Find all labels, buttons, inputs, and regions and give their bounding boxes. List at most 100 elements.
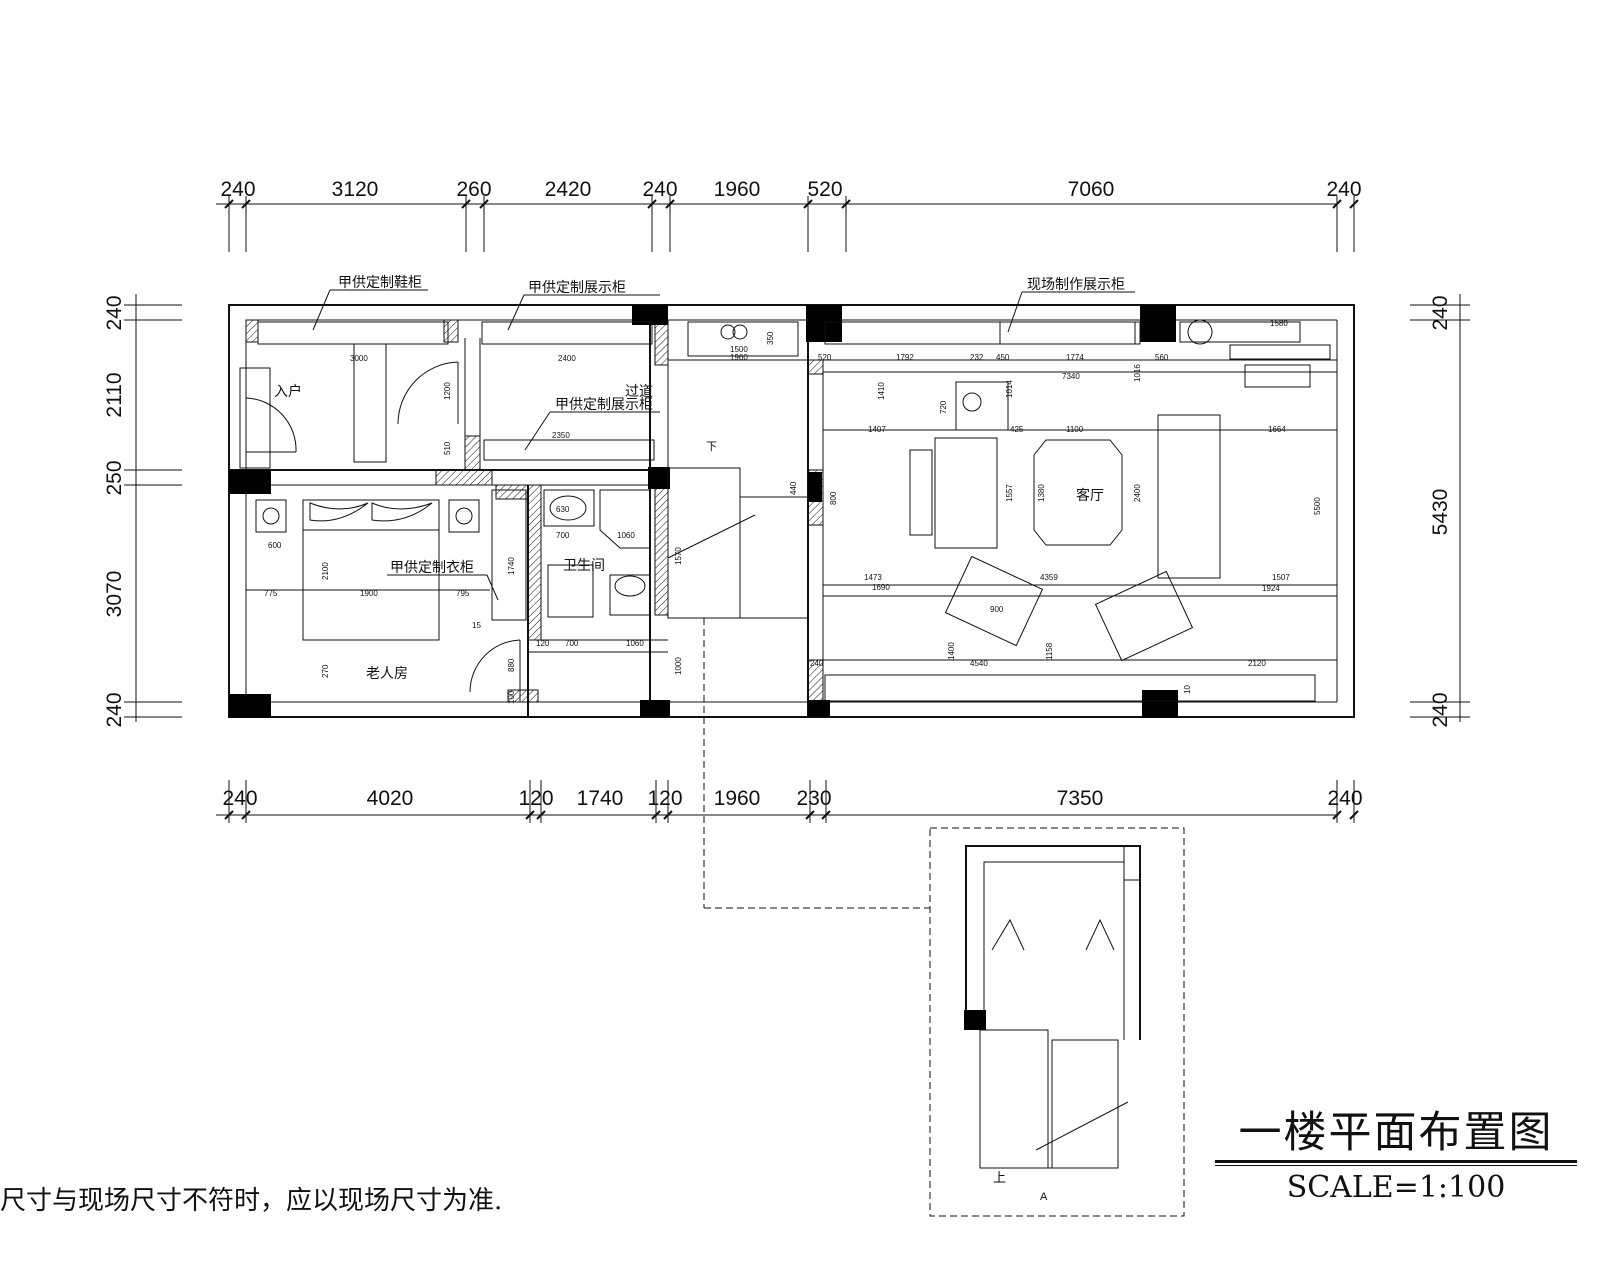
sd-1924: 1924 (1262, 584, 1280, 593)
stairs-section-label: A (1040, 1191, 1048, 1203)
sd-1060: 1060 (626, 639, 644, 648)
sd-4359: 4359 (1040, 573, 1058, 582)
sd-232: 232 (970, 353, 984, 362)
side-dimension-labels: 240 2110 250 3070 240 240 5430 240 (103, 295, 1452, 727)
sd-1400: 1400 (947, 642, 956, 660)
sd-240: 240 (810, 659, 824, 668)
sd-1664: 1664 (1268, 425, 1286, 434)
sd-1200: 1200 (443, 382, 452, 400)
top-dim-8: 240 (1326, 178, 1361, 201)
right-dim-2: 240 (1429, 692, 1452, 727)
sd-3000: 3000 (350, 354, 368, 363)
drawing-scale: SCALE=1:100 (1286, 1170, 1506, 1205)
entry-area: 入户 (239, 343, 459, 469)
callout-display-top: 甲供定制展示柜 (528, 280, 626, 296)
stairs-down-label: 下 (706, 441, 717, 453)
sd-720: 720 (939, 400, 948, 414)
cabinet-callouts: 甲供定制鞋柜 甲供定制展示柜 甲供定制展示柜 甲供定制衣柜 现场制作展示柜 (312, 275, 1135, 601)
right-dim-0: 240 (1429, 295, 1452, 330)
sd-4540: 4540 (970, 659, 988, 668)
room-living: 客厅 (1076, 487, 1104, 504)
sd-1158: 1158 (1045, 642, 1054, 660)
sd-1557: 1557 (1005, 484, 1014, 502)
sd-2350: 2350 (552, 431, 570, 440)
built-in-cabinets (257, 321, 1316, 702)
hatched-walls (245, 319, 824, 703)
bottom-dim-4: 120 (647, 787, 682, 810)
sd-1792: 1792 (896, 353, 914, 362)
bottom-dim-8: 240 (1327, 787, 1362, 810)
sd-2100: 2100 (321, 562, 330, 580)
sd-2400: 2400 (558, 354, 576, 363)
sd-1410: 1410 (877, 382, 886, 400)
sd-1690: 1690 (872, 583, 890, 592)
sd-795: 795 (456, 589, 470, 598)
small-dimension-labels: 3000 2400 1200 510 2350 1500 1960 350 52… (264, 319, 1322, 704)
sd-1900: 1900 (360, 589, 378, 598)
staircase-detail: 上 A (929, 827, 1185, 1217)
elder-room-furniture: 老人房 (246, 499, 521, 702)
drawing-title: 一楼平面布置图 (1238, 1108, 1554, 1158)
sd-7340: 7340 (1062, 372, 1080, 381)
callout-display-aisle: 甲供定制展示柜 (555, 397, 653, 413)
sd-800: 800 (829, 491, 838, 505)
bottom-dim-0: 240 (222, 787, 257, 810)
bathroom-fixtures: 卫生间 (543, 489, 651, 618)
sd-15: 15 (472, 621, 481, 630)
bottom-dim-5: 1960 (714, 787, 761, 810)
callout-site-display: 现场制作展示柜 (1027, 277, 1125, 293)
left-dim-3: 3070 (103, 571, 126, 618)
sd-1100: 1100 (1066, 425, 1084, 434)
callout-wardrobe: 甲供定制衣柜 (390, 560, 474, 576)
sd-520: 520 (818, 353, 832, 362)
sd-775: 775 (264, 589, 278, 598)
sd-440: 440 (789, 481, 798, 495)
left-dim-1: 2110 (103, 372, 126, 417)
sd-700b: 700 (556, 531, 570, 540)
sd-450: 450 (996, 353, 1010, 362)
sd-425: 425 (1010, 425, 1024, 434)
title-block: 一楼平面布置图 SCALE=1:100 (1215, 1108, 1577, 1205)
sd-700: 700 (565, 639, 579, 648)
sd-270: 270 (321, 664, 330, 678)
sd-630: 630 (556, 505, 570, 514)
main-staircase: 下 (667, 441, 930, 909)
bottom-dim-3: 1740 (577, 787, 624, 810)
sd-880: 880 (507, 658, 516, 672)
top-dim-3: 2420 (545, 178, 592, 201)
sd-5500: 5500 (1313, 497, 1322, 515)
sd-1014: 1014 (1005, 380, 1014, 398)
top-dim-1: 3120 (332, 178, 379, 201)
bottom-dim-2: 120 (518, 787, 553, 810)
sd-1000: 1000 (674, 657, 683, 675)
bottom-dim-1: 4020 (367, 787, 414, 810)
sd-900: 900 (990, 605, 1004, 614)
walls (228, 304, 1355, 718)
callout-shoe-cabinet: 甲供定制鞋柜 (338, 275, 422, 291)
sd-1740: 1740 (507, 557, 516, 575)
room-bathroom: 卫生间 (563, 558, 605, 574)
sd-1380: 1380 (1037, 484, 1046, 502)
room-entry: 入户 (274, 383, 302, 400)
sd-1774: 1774 (1066, 353, 1084, 362)
sd-600: 600 (268, 541, 282, 550)
sd-1016: 1016 (1133, 364, 1142, 382)
sd-510: 510 (443, 441, 452, 455)
title-underline (1215, 1160, 1577, 1166)
sd-1473: 1473 (864, 573, 882, 582)
top-dim-5: 1960 (714, 178, 761, 201)
bottom-dimension-labels: 240 4020 120 1740 120 1960 230 7350 240 (222, 787, 1362, 810)
left-dim-0: 240 (103, 295, 126, 330)
top-dim-4: 240 (642, 178, 677, 201)
sd-1570: 1570 (674, 547, 683, 565)
sd-1580: 1580 (1270, 319, 1288, 328)
sd-1960: 1960 (730, 353, 748, 362)
top-dim-2: 260 (456, 178, 491, 201)
room-aisle: 过道 (625, 384, 653, 400)
top-dim-7: 7060 (1068, 178, 1115, 201)
sd-1407: 1407 (868, 425, 886, 434)
sd-100: 100 (507, 690, 516, 704)
sd-1040: 1060 (617, 531, 635, 540)
sd-2400b: 2400 (1133, 484, 1142, 502)
